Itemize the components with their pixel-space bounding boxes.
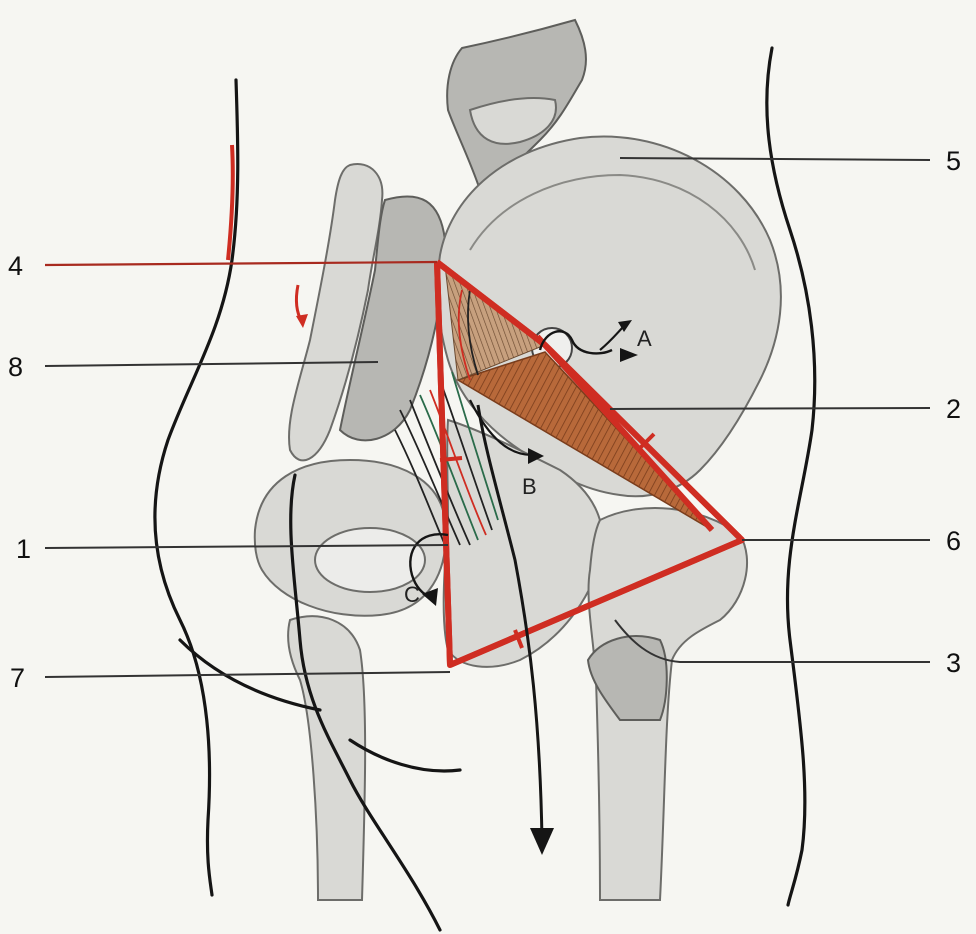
tick-mark bbox=[440, 458, 462, 460]
right-femur bbox=[588, 508, 747, 900]
left-femur bbox=[288, 616, 365, 900]
label-2: 2 bbox=[946, 394, 961, 424]
label-a: A bbox=[637, 326, 652, 351]
label-4: 4 bbox=[8, 251, 23, 281]
red-arrowhead bbox=[296, 314, 308, 328]
arrowhead-down bbox=[530, 828, 554, 855]
label-3: 3 bbox=[946, 648, 961, 678]
label-7: 7 bbox=[10, 663, 25, 693]
label-6: 6 bbox=[946, 526, 961, 556]
leader-7 bbox=[45, 672, 450, 677]
label-5: 5 bbox=[946, 146, 961, 176]
label-8: 8 bbox=[8, 352, 23, 382]
label-1: 1 bbox=[16, 534, 31, 564]
label-c: C bbox=[404, 582, 420, 607]
label-b: B bbox=[522, 474, 537, 499]
leader-2 bbox=[610, 408, 930, 409]
left-pelvis bbox=[255, 164, 446, 616]
